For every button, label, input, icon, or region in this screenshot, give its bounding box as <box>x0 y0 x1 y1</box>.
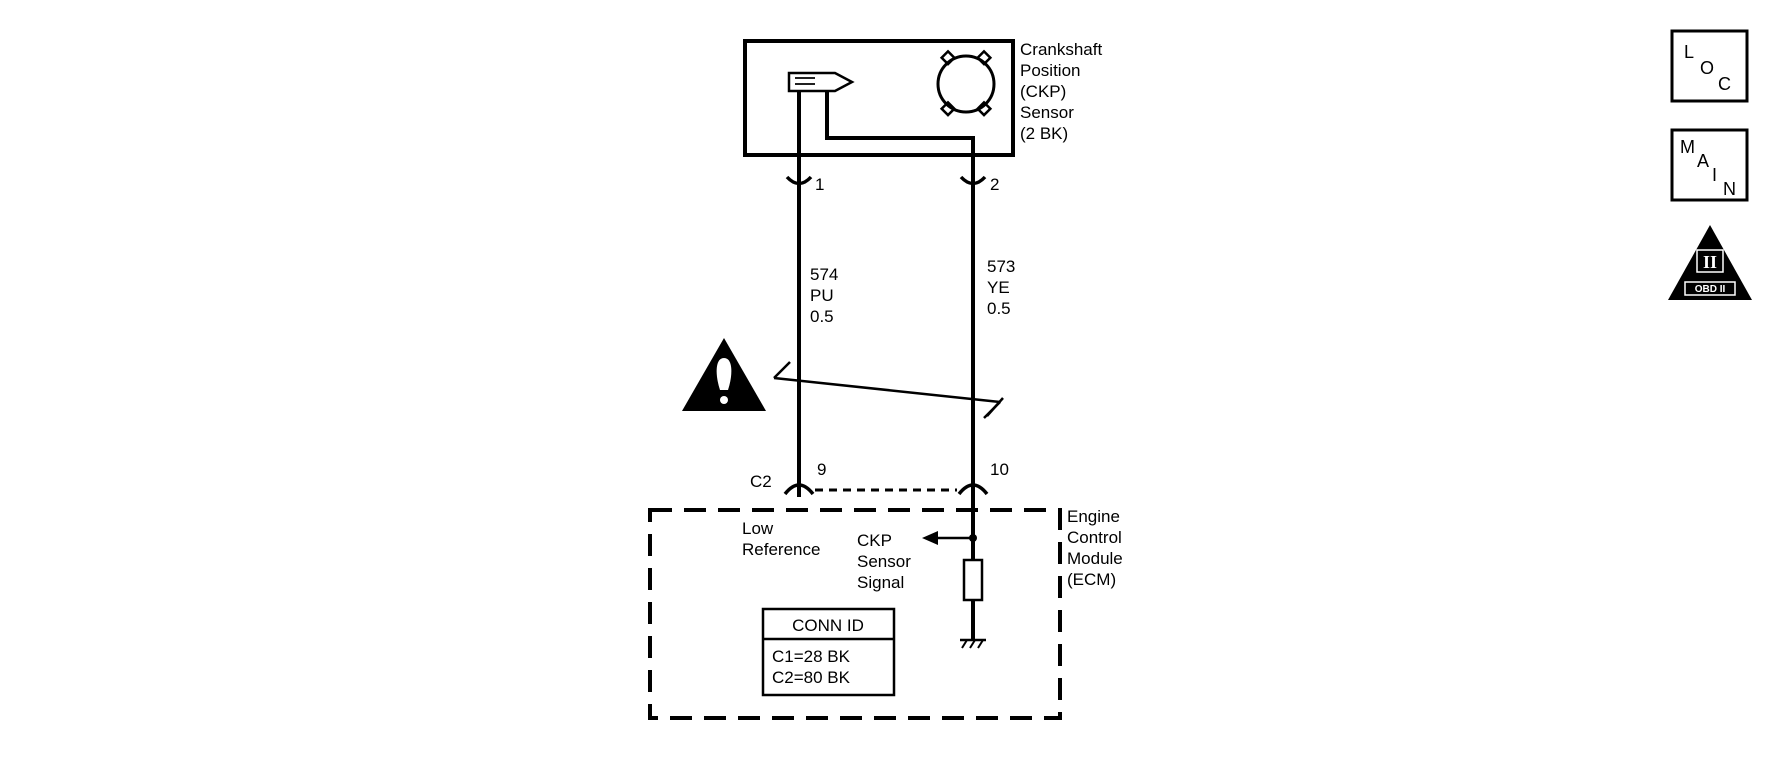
wire-574-label: 574 PU 0.5 <box>810 265 843 326</box>
ecm-name: Engine Control Module (ECM) <box>1067 507 1128 589</box>
ckp-signal-label: CKP Sensor Signal <box>857 531 916 592</box>
caution-icon <box>682 338 766 411</box>
c2-terminal-9 <box>783 483 815 496</box>
main-letter: N <box>1723 179 1736 199</box>
main-letter: I <box>1712 165 1717 185</box>
obd-label: OBD II <box>1695 284 1726 295</box>
pull-down-resistor <box>962 558 984 602</box>
connector-pin-9: 9 <box>817 460 826 479</box>
ecm-box <box>648 508 1062 720</box>
connector-pin-10: 10 <box>990 460 1009 479</box>
ckp-sensor-box <box>743 39 1015 157</box>
sensor-name: Crankshaft Position (CKP) Sensor (2 BK) <box>1020 40 1107 143</box>
obd-numeral: II <box>1703 252 1717 272</box>
connector-name: C2 <box>750 472 772 491</box>
loc-button[interactable]: L O C <box>1670 29 1749 103</box>
wire-573-label: 573 YE 0.5 <box>987 257 1020 318</box>
ground-icon <box>960 638 986 649</box>
sensor-pin-1: 1 <box>815 175 824 194</box>
signal-junction <box>969 534 977 542</box>
main-letter: A <box>1697 151 1709 171</box>
signal-arrow-head <box>922 531 938 545</box>
obd-ii-button[interactable]: II OBD II <box>1668 225 1752 300</box>
conn-id-table: CONN ID C1=28 BK C2=80 BK <box>761 607 896 697</box>
main-button[interactable]: M A I N <box>1670 128 1749 202</box>
twisted-pair-symbol <box>773 361 1001 419</box>
conn-id-title: CONN ID <box>792 616 864 635</box>
loc-letter: L <box>1684 42 1694 62</box>
sensor-pickup-icon <box>787 71 855 93</box>
loc-letter: O <box>1700 58 1714 78</box>
c2-terminal-10 <box>957 483 989 496</box>
reluctor-wheel-icon <box>936 49 996 117</box>
sensor-pin-2: 2 <box>990 175 999 194</box>
conn-id-row: C2=80 BK <box>772 668 851 687</box>
loc-letter: C <box>1718 74 1731 94</box>
sensor-lead-2 <box>825 91 975 155</box>
low-reference-label: Low Reference <box>742 519 820 559</box>
main-letter: M <box>1680 137 1695 157</box>
conn-id-row: C1=28 BK <box>772 647 851 666</box>
twisted-pair-end <box>986 397 1004 417</box>
